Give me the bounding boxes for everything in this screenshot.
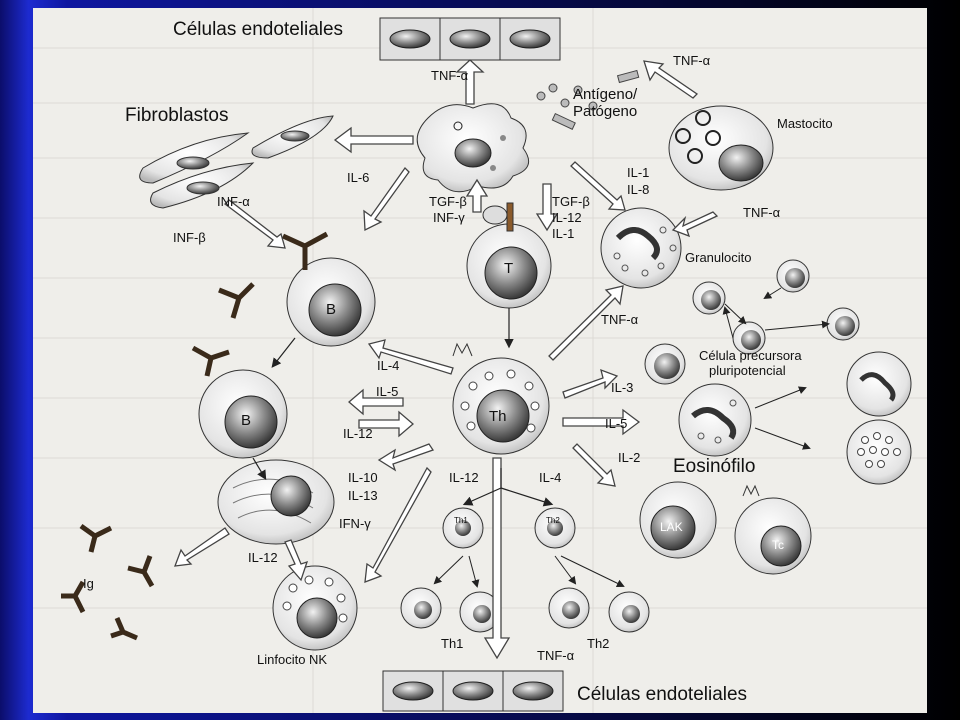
t-cell (466, 202, 552, 309)
label-fibroblastos: Fibroblastos (125, 105, 229, 126)
lak-cell (639, 481, 717, 559)
eosinophil-precursor (678, 383, 811, 457)
antigen-particles (536, 69, 640, 130)
cyt-inf-a: INF-α (217, 194, 250, 209)
line-arrows (252, 308, 554, 507)
label-precursora-1: Célula precursora (699, 348, 802, 363)
cyt-il12-t: IL-12 (552, 210, 582, 225)
cyt-inf-b: INF-β (173, 230, 206, 245)
th-cell (452, 342, 550, 455)
label-antigeno-1: Antígeno/ (573, 86, 638, 103)
label-endothelial-top: Células endoteliales (173, 19, 344, 40)
th1-th2-cells (400, 507, 650, 633)
label-ig: Ig (83, 576, 94, 591)
label-precursora-2: pluripotencial (709, 363, 786, 378)
label-th: Th (489, 408, 507, 425)
immune-network-diagram (33, 8, 927, 713)
cyt-il10: IL-10 (348, 470, 378, 485)
granulocyte (600, 207, 682, 289)
cyt-il12-nk: IL-12 (248, 550, 278, 565)
cyt-tnf-th: TNF-α (601, 312, 639, 327)
cyt-il5-r: IL-5 (605, 416, 628, 431)
endothelial-cells-top (379, 17, 561, 61)
cyt-il4-b: IL-4 (377, 358, 400, 373)
cyt-il1-top: IL-1 (627, 165, 650, 180)
label-mastocito: Mastocito (777, 116, 833, 131)
cyt-il12-b: IL-12 (343, 426, 373, 441)
tc-cell (734, 484, 812, 575)
cyt-il8: IL-8 (627, 182, 650, 197)
label-endothelial-bottom: Células endoteliales (577, 684, 748, 705)
antibodies (61, 231, 329, 641)
label-antigeno-2: Patógeno (573, 103, 638, 120)
b-cell-1 (286, 257, 376, 347)
cyt-tgf-left: TGF-β (429, 194, 467, 209)
nk-cell (272, 565, 358, 651)
label-lak: LAK (660, 520, 683, 534)
cyt-ifn-g: IFN-γ (339, 516, 371, 531)
label-th2: Th2 (587, 636, 610, 651)
label-t: T (504, 260, 514, 277)
cyt-tgf-right: TGF-β (552, 194, 590, 209)
cyt-il12-mid: IL-12 (449, 470, 479, 485)
label-b1: B (326, 301, 337, 318)
endothelial-cells-bottom (382, 670, 564, 712)
cyt-il2: IL-2 (618, 450, 641, 465)
block-arrows (174, 59, 719, 660)
eosinophil-right-bottom (846, 419, 912, 485)
plasma-cell (217, 459, 335, 545)
cyt-il4-mid: IL-4 (539, 470, 562, 485)
cyt-il13: IL-13 (348, 488, 378, 503)
cyt-tnf-gran: TNF-α (743, 205, 781, 220)
b-cell-2 (198, 369, 288, 459)
label-linfocito-nk: Linfocito NK (257, 652, 328, 667)
label-granulocito: Granulocito (685, 250, 752, 265)
label-eosinofilo: Eosinófilo (673, 456, 756, 477)
label-th2-small: Th2 (546, 516, 560, 525)
antigen-presenting-cell (416, 103, 530, 193)
cyt-il3: IL-3 (611, 380, 634, 395)
cyt-inf-g: INF-γ (433, 210, 465, 225)
label-b2: B (241, 412, 252, 429)
label-th1-small: Th1 (454, 516, 468, 525)
fibroblasts (139, 115, 334, 209)
cyt-tnf-bottom: TNF-α (537, 648, 575, 663)
label-tc: Tc (772, 538, 784, 552)
label-th1: Th1 (441, 636, 464, 651)
cyt-tnf-mast: TNF-α (673, 53, 711, 68)
precursor-cells (644, 259, 860, 385)
mast-cell (668, 105, 774, 191)
cyt-il6: IL-6 (347, 170, 370, 185)
cyt-il5-b: IL-5 (376, 384, 399, 399)
diagram-panel: Células endoteliales Células endoteliale… (33, 8, 927, 713)
eosinophil-right-top (846, 351, 912, 417)
cyt-il1-t: IL-1 (552, 226, 575, 241)
cyt-tnf-top: TNF-α (431, 68, 469, 83)
